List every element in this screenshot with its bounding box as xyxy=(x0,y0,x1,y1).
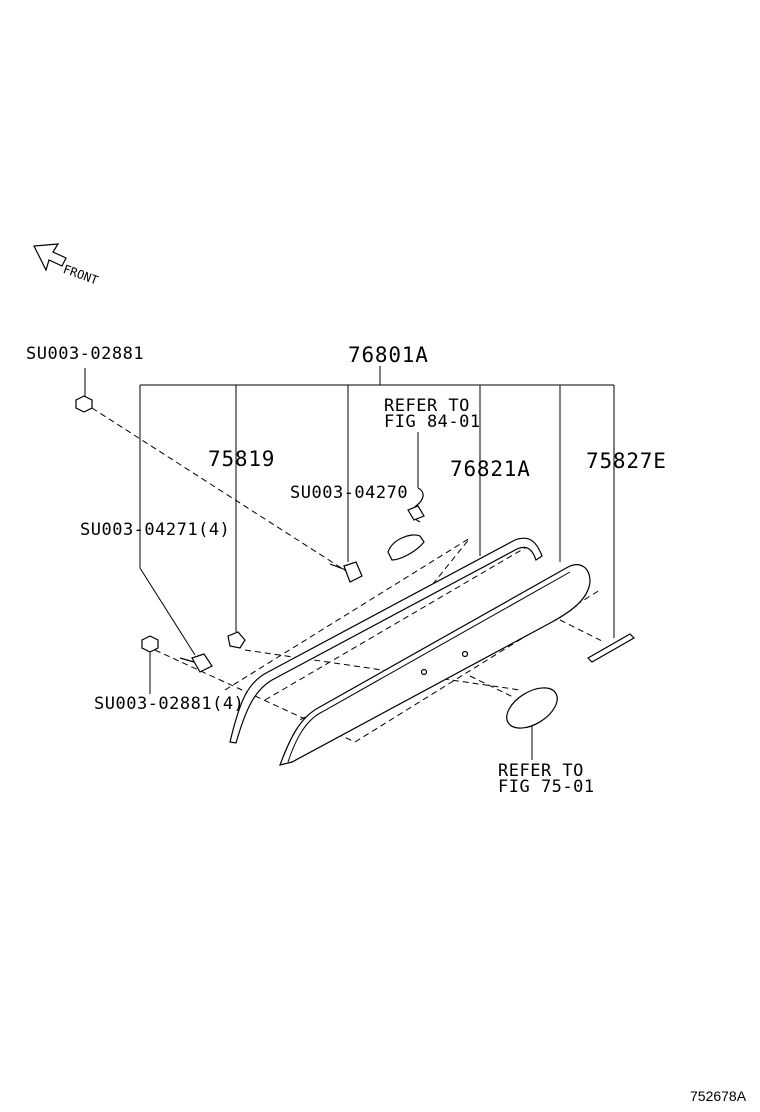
license-lamp xyxy=(387,487,425,561)
refer-emblem-line1: REFER TO xyxy=(498,761,584,781)
molding-strip xyxy=(229,537,543,744)
plate xyxy=(587,633,635,663)
figure-id: 752678A xyxy=(690,1088,747,1104)
callout-nut-group: SU003-02881(4) xyxy=(94,694,245,714)
garnish-panel xyxy=(279,564,591,766)
garnish-panel-edge xyxy=(287,571,571,763)
lamp-screw xyxy=(329,561,363,583)
callout-nut-top: SU003-02881 xyxy=(26,344,145,364)
clip xyxy=(227,631,246,649)
front-arrow-icon xyxy=(33,243,67,272)
callout-75819: 75819 xyxy=(208,447,276,471)
bolt xyxy=(179,653,213,673)
refer-lamp-line2: FIG 84-01 xyxy=(384,412,481,432)
callout-bolt-group: SU003-04271(4) xyxy=(80,520,231,540)
callout-75827E: 75827E xyxy=(586,449,667,473)
nut-group xyxy=(141,635,159,653)
nut-top xyxy=(75,395,93,413)
emblem xyxy=(506,687,558,729)
callout-76821A: 76821A xyxy=(450,457,531,481)
assembly-leader-bracket xyxy=(139,366,615,656)
refer-emblem-line2: FIG 75-01 xyxy=(498,777,595,797)
callout-screw-lamp: SU003-04270 xyxy=(290,483,409,503)
refer-lamp-line1: REFER TO xyxy=(384,396,470,416)
callout-76801A: 76801A xyxy=(348,343,429,367)
panel-hole xyxy=(420,668,428,676)
panel-hole xyxy=(461,650,469,658)
